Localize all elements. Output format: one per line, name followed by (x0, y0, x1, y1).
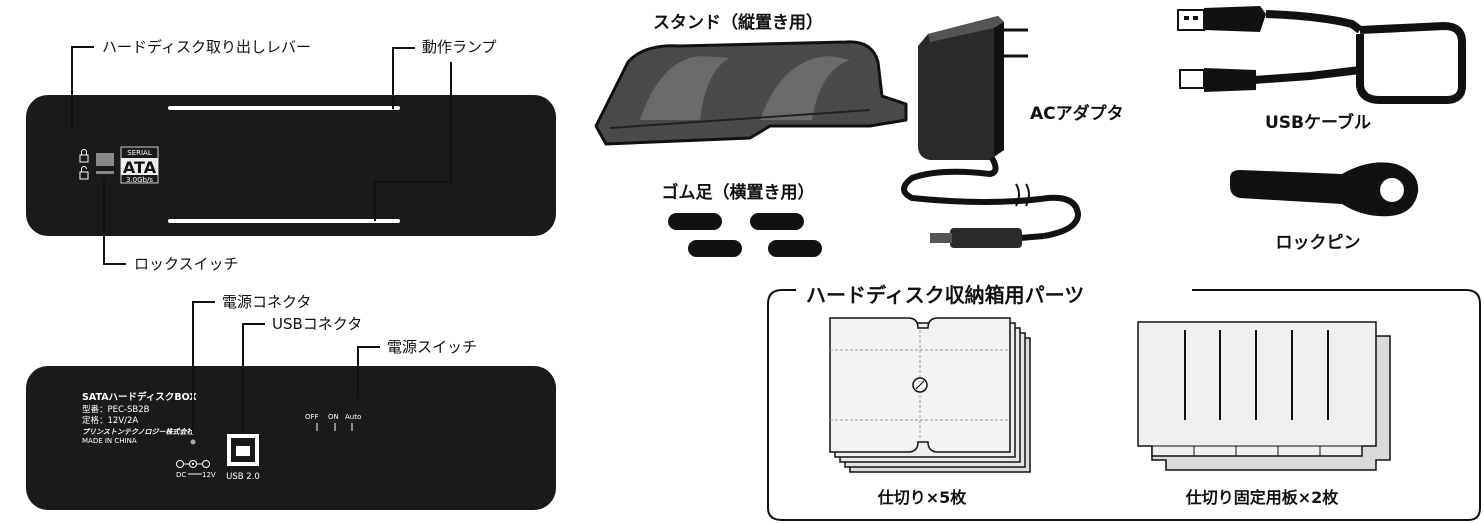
svg-text:Auto: Auto (345, 413, 361, 421)
sata-badge: SERIAL ATA 3.0Gb/s (120, 146, 159, 184)
origin: MADE IN CHINA (82, 437, 137, 445)
rear-panel: SATAハードディスクBOX 型番：PEC-SB2B 定格：12V/2A プリン… (26, 293, 556, 510)
lock-pin-illustration (1230, 162, 1419, 217)
usb-cable-label: USBケーブル (1265, 112, 1371, 133)
parts-box: ハードディスク収納箱用パーツ 仕切り×5枚 (767, 283, 1481, 521)
svg-text:ATA: ATA (123, 158, 157, 177)
usb-b-port (227, 434, 259, 466)
power-connector-label: 電源コネクタ (222, 293, 311, 311)
fixing-plates-label: 仕切り固定用板×2枚 (1185, 488, 1340, 507)
fixing-plates-illustration (1137, 321, 1391, 471)
dividers-label: 仕切り×5枚 (877, 488, 968, 507)
dc-polarity-icon (176, 460, 210, 468)
power-connector-port (190, 439, 196, 445)
lock-switch-leader (103, 178, 126, 265)
front-lamp-bottom (168, 219, 400, 223)
dividers-illustration (829, 317, 1031, 473)
rubber-feet-illustration (668, 213, 822, 257)
product-name: SATAハードディスクBOX (82, 391, 197, 403)
lock-switch (96, 153, 114, 166)
usb-port-label: USB 2.0 (226, 472, 260, 482)
lamp-leader-2 (374, 62, 452, 221)
rear-panel-body (26, 366, 556, 510)
power-switch-label: 電源スイッチ (387, 338, 477, 356)
power-switch-leader (357, 346, 380, 398)
ac-adapter-label: ACアダプタ (1030, 103, 1124, 124)
usb-connector-leader (242, 323, 265, 432)
front-lamp-top (168, 106, 400, 110)
lock-switch-label: ロックスイッチ (134, 255, 239, 273)
power-connector-leader (192, 301, 215, 434)
stand-illustration (594, 40, 908, 146)
lamp-label: 動作ランプ (422, 38, 497, 56)
lever-leader (71, 46, 94, 131)
power-switch: OFF ON Auto (305, 413, 361, 431)
lock-pin-label: ロックピン (1276, 233, 1361, 253)
lock-switch-track (96, 171, 114, 174)
svg-text:12V: 12V (202, 471, 216, 479)
svg-text:SERIAL: SERIAL (127, 149, 152, 157)
usb-cable-illustration (1177, 6, 1466, 104)
usb-connector-label: USBコネクタ (272, 315, 362, 333)
svg-text:OFF: OFF (305, 413, 319, 421)
maker: プリンストンテクノロジー株式会社 (82, 427, 194, 436)
lamp-leader (392, 47, 415, 109)
lock-icon (79, 149, 89, 163)
svg-text:ON: ON (328, 413, 339, 421)
lever-label: ハードディスク取り出しレバー (102, 38, 311, 56)
unlock-icon (79, 166, 89, 180)
ac-adapter-illustration (901, 16, 1082, 248)
svg-text:DC: DC (176, 471, 186, 479)
rubber-feet-label: ゴム足（横置き用） (662, 182, 815, 203)
stand-label: スタンド（縦置き用） (653, 12, 823, 33)
front-panel: SERIAL ATA 3.0Gb/s ハードディスク取り出しレバー 動作ランプ … (26, 38, 556, 273)
model-number: 型番：PEC-SB2B (82, 404, 150, 415)
parts-box-title: ハードディスク収納箱用パーツ (806, 283, 1084, 307)
rating: 定格：12V/2A (82, 415, 138, 426)
front-panel-body (26, 95, 556, 236)
svg-text:3.0Gb/s: 3.0Gb/s (126, 176, 153, 184)
